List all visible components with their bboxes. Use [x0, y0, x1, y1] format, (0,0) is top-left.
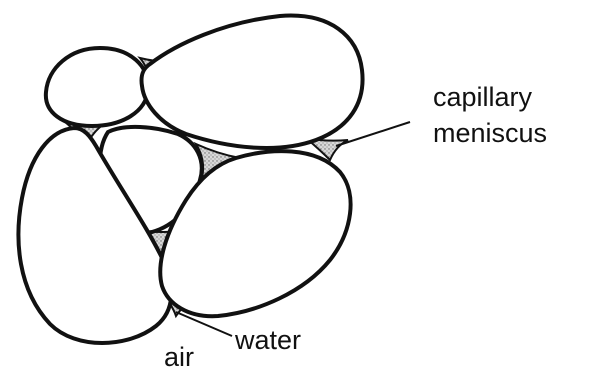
label-air: air: [164, 344, 194, 371]
label-meniscus: meniscus: [433, 120, 547, 147]
label-capillary: capillary: [433, 84, 532, 111]
grain-large-top: [141, 16, 362, 148]
label-water: water: [235, 327, 301, 354]
soil-grains: [18, 16, 362, 343]
grain-top-left: [46, 48, 148, 126]
meniscus-leader-line: [336, 122, 410, 146]
